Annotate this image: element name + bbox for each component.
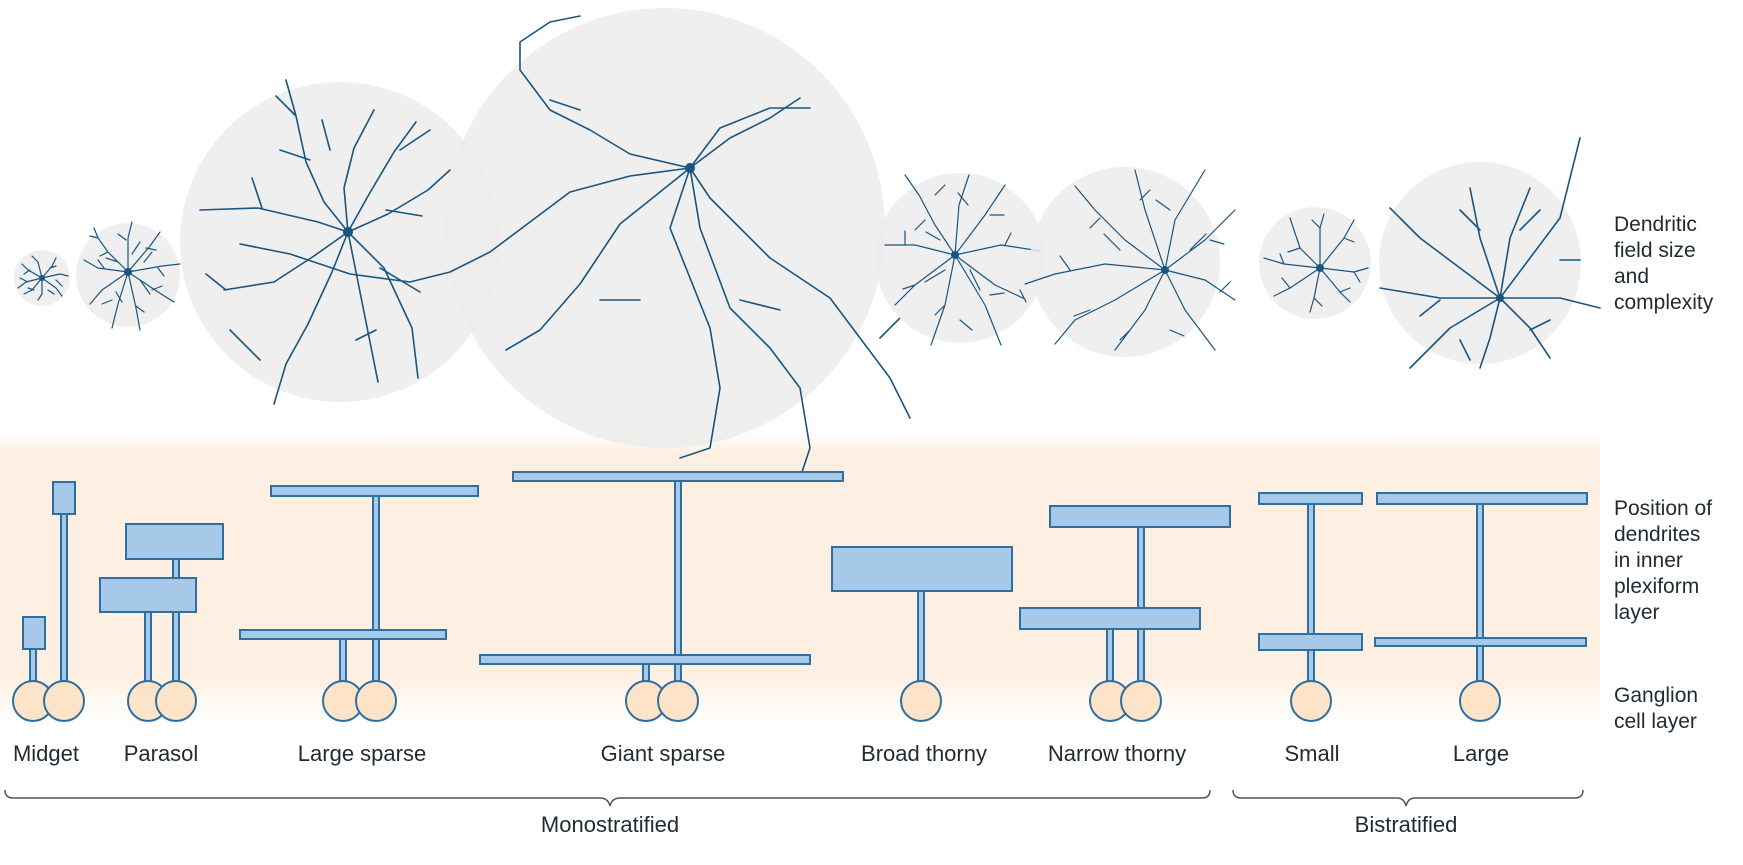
label-large-bistratified: Large [1453, 741, 1509, 766]
large-sparse-schematic [239, 485, 479, 722]
bistratified-bracket [1232, 789, 1584, 807]
giant-sparse-schematic [479, 471, 844, 722]
monostratified-bracket [4, 789, 1211, 807]
label-giant-sparse: Giant sparse [601, 741, 726, 766]
parasol-schematic [99, 523, 224, 722]
side-label-ganglion: Ganglion cell layer [1614, 684, 1704, 733]
side-labels: Dendritic field size and complexity Posi… [1614, 213, 1718, 733]
label-monostratified: Monostratified [541, 812, 679, 837]
narrow-thorny-schematic [1019, 505, 1231, 722]
side-label-dendritic: Dendritic field size and complexity [1614, 213, 1714, 314]
label-broad-thorny: Broad thorny [861, 741, 987, 766]
dendritic-fields [14, 8, 1601, 479]
group-brackets: Monostratified Bistratified [4, 789, 1584, 837]
label-small-bistratified: Small [1284, 741, 1339, 766]
small-bistratified-dendritic-field [1259, 207, 1371, 319]
midget-dendritic-field [14, 250, 70, 306]
label-midget: Midget [13, 741, 79, 766]
giant-sparse-dendritic-field [239, 8, 911, 479]
parasol-dendritic-field [76, 221, 181, 331]
narrow-thorny-dendritic-field [1024, 167, 1236, 357]
cell-labels: Midget Parasol Large sparse Giant sparse… [13, 741, 1509, 766]
midget-schematic [12, 481, 85, 722]
label-bistratified: Bistratified [1355, 812, 1458, 837]
label-narrow-thorny: Narrow thorny [1048, 741, 1186, 766]
stratification-schematics [12, 471, 1588, 722]
broad-thorny-schematic [831, 546, 1013, 722]
side-label-position: Position of dendrites in inner plexiform… [1614, 497, 1718, 624]
broad-thorny-dendritic-field [875, 173, 1045, 346]
label-large-sparse: Large sparse [298, 741, 426, 766]
small-bistratified-schematic [1258, 492, 1363, 722]
large-sparse-dendritic-field [180, 79, 500, 405]
large-bistratified-dendritic-field [1379, 137, 1601, 369]
large-bistratified-schematic [1374, 492, 1588, 722]
label-parasol: Parasol [124, 741, 199, 766]
